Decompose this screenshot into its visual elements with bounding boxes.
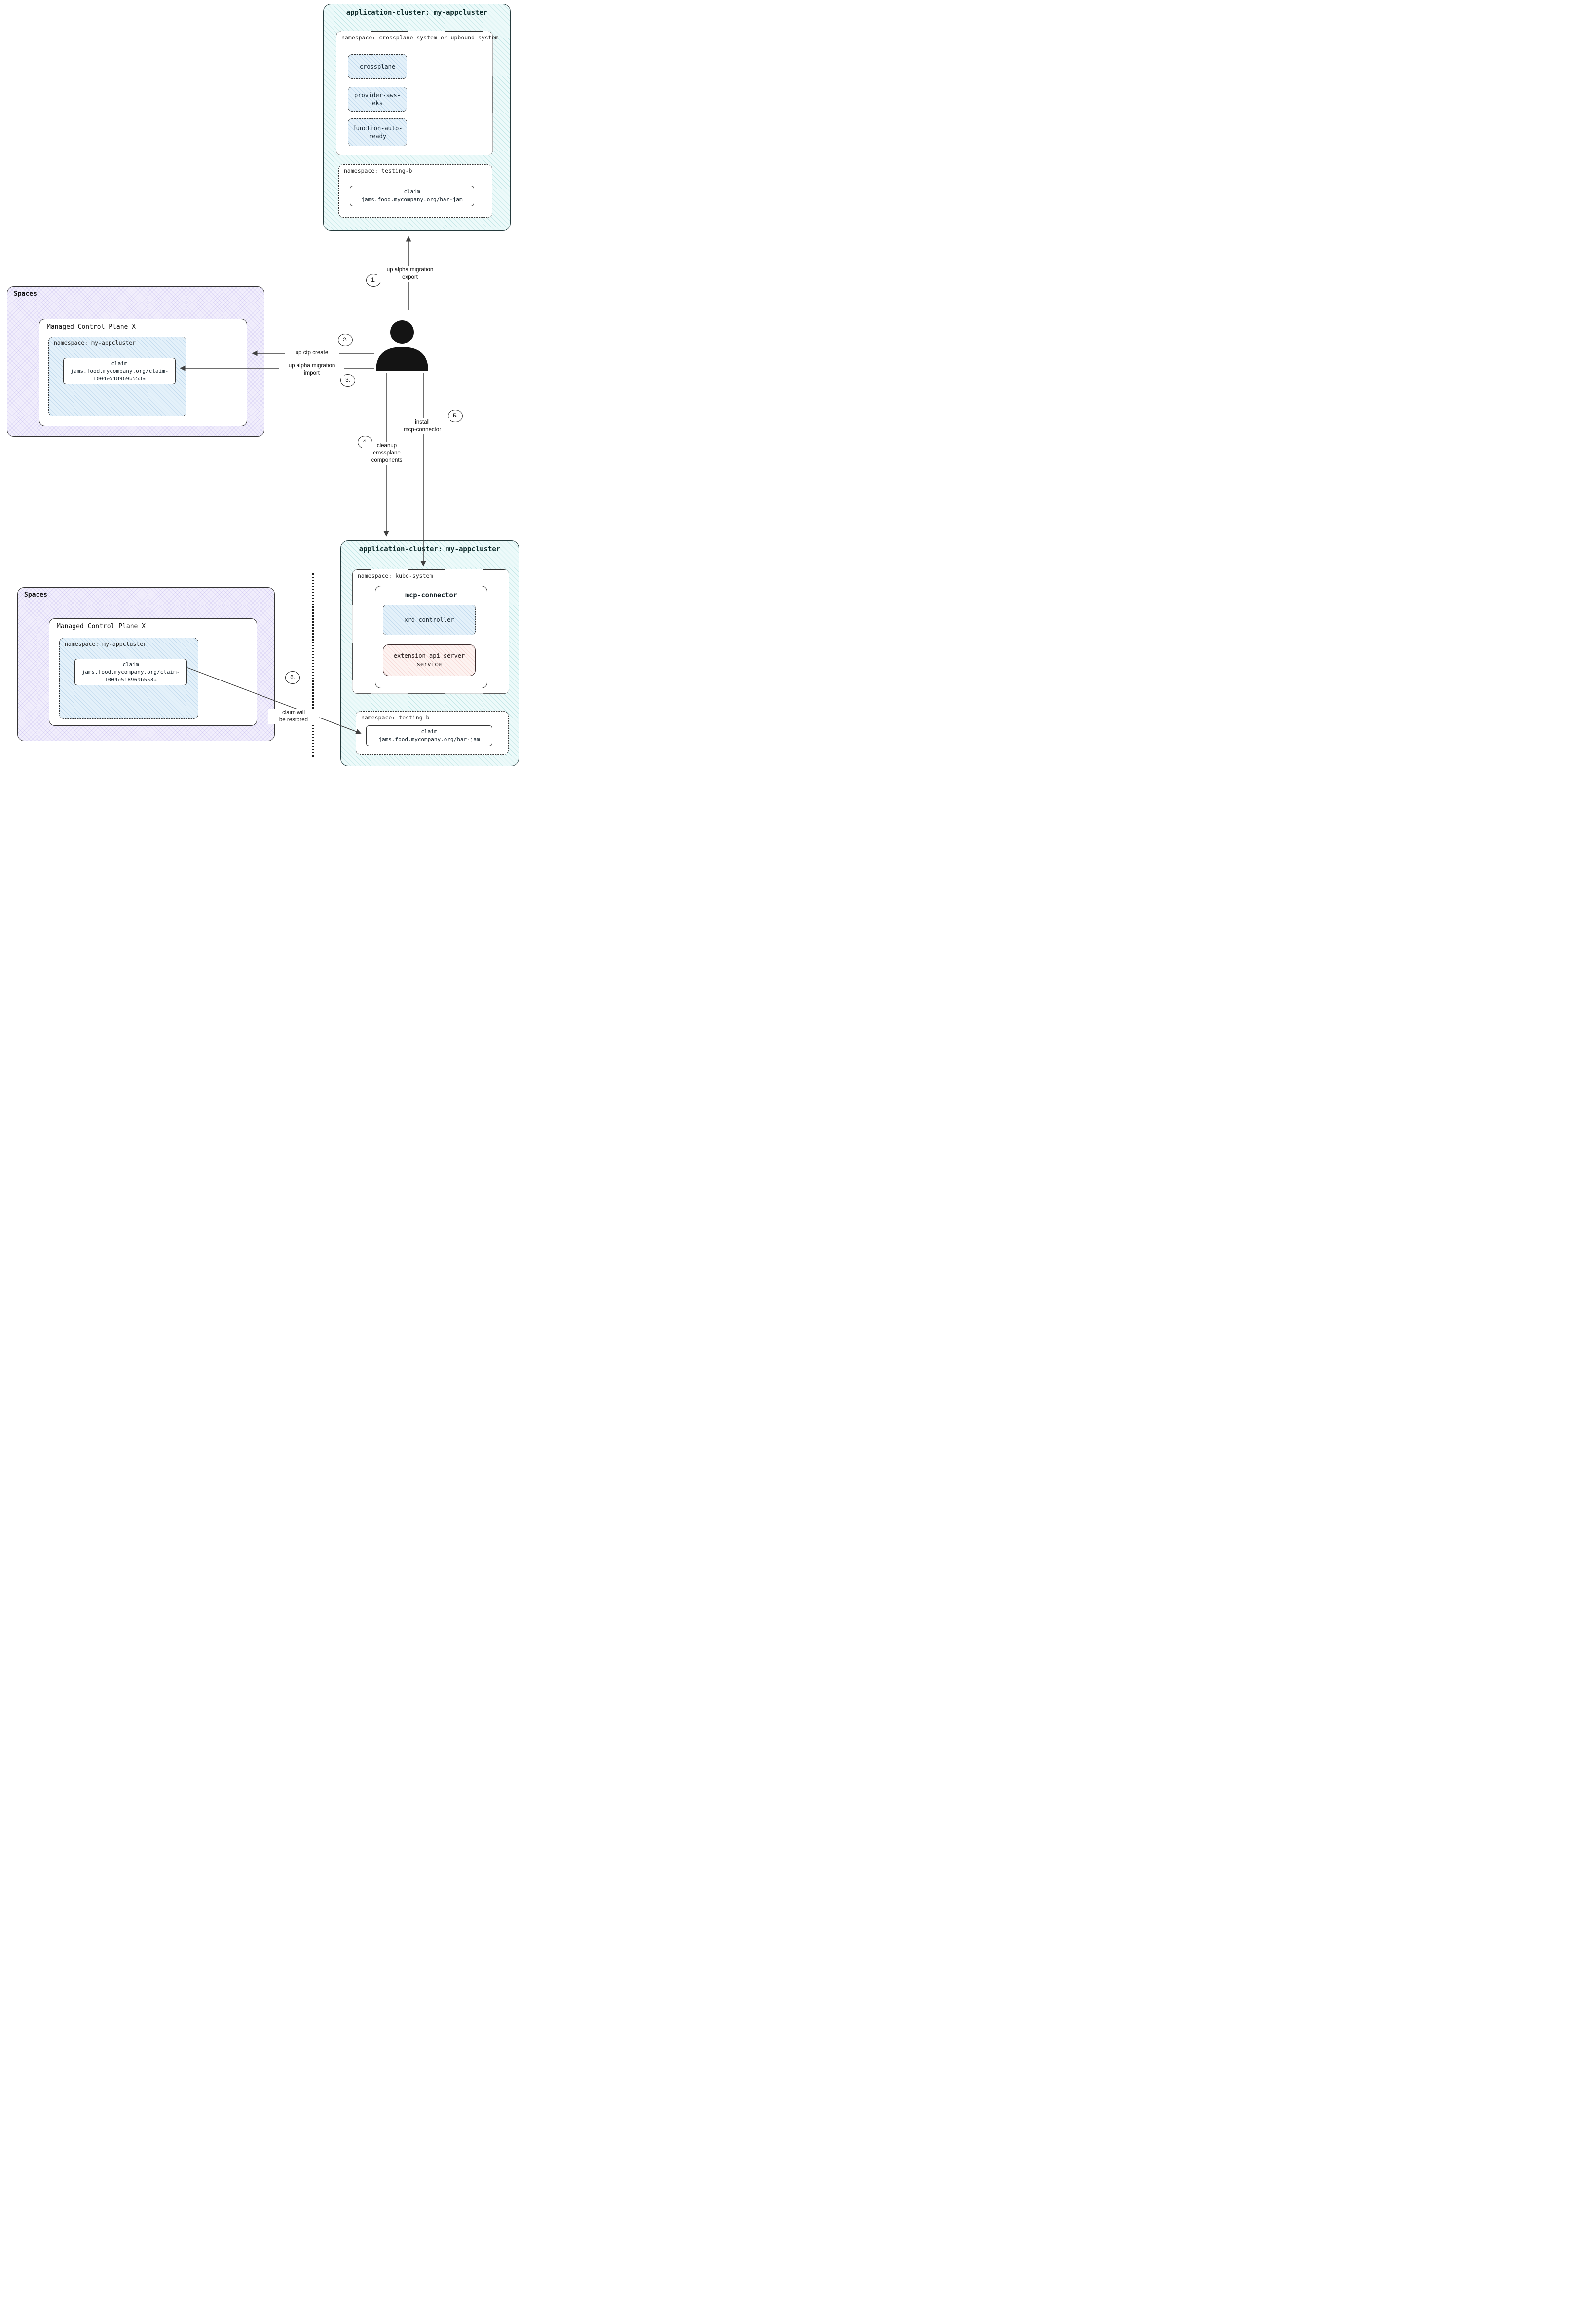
claim-bar-jam-top: claim jams.food.mycompany.org/bar-jam xyxy=(350,186,474,206)
application-cluster-top: application-cluster: my-appcluster names… xyxy=(323,4,511,231)
step-2-badge: 2. xyxy=(338,334,353,346)
claim-f004e-top: claim jams.food.mycompany.org/claim-f004… xyxy=(63,358,176,384)
provider-aws-eks-label: provider-aws-eks xyxy=(354,91,401,107)
step-1-label: up alpha migration export xyxy=(377,266,443,282)
step-6-badge: 6. xyxy=(285,671,300,684)
extension-api-server-box: extension api server service xyxy=(383,644,476,676)
dotted-divider xyxy=(312,573,314,757)
step-5-label: install mcp-connector xyxy=(395,418,450,435)
namespace-my-appcluster-bottom-label: namespace: my-appcluster xyxy=(65,641,147,647)
claim-f004e-bottom: claim jams.food.mycompany.org/claim-f004… xyxy=(74,659,187,685)
provider-aws-eks-box: provider-aws-eks xyxy=(348,87,407,112)
extension-api-server-label: extension api server service xyxy=(393,652,465,668)
application-cluster-top-title: application-cluster: my-appcluster xyxy=(346,9,488,17)
step-2-label: up ctp create xyxy=(285,349,339,358)
namespace-my-appcluster-bottom: namespace: my-appcluster claim jams.food… xyxy=(59,638,198,719)
step-3-badge: 3. xyxy=(340,374,355,387)
claim-title: claim xyxy=(421,728,438,735)
claim-title: claim xyxy=(122,661,139,668)
claim-title: claim xyxy=(404,189,420,195)
namespace-kube-system-label: namespace: kube-system xyxy=(358,572,433,579)
spaces-panel-bottom: Spaces Managed Control Plane X namespace… xyxy=(17,587,275,741)
xrd-controller-box: xrd-controller xyxy=(383,605,476,635)
claim-name: jams.food.mycompany.org/bar-jam xyxy=(378,736,480,743)
namespace-my-appcluster-top: namespace: my-appcluster claim jams.food… xyxy=(48,337,186,416)
function-auto-ready-label: function-auto-ready xyxy=(352,124,403,140)
xrd-controller-label: xrd-controller xyxy=(404,616,454,623)
namespace-testing-b-top-label: namespace: testing-b xyxy=(344,167,412,174)
spaces-bottom-title: Spaces xyxy=(24,591,47,599)
function-auto-ready-box: function-auto-ready xyxy=(348,118,407,146)
namespace-my-appcluster-top-label: namespace: my-appcluster xyxy=(54,340,136,346)
namespace-crossplane-system-label: namespace: crossplane-system or upbound-… xyxy=(341,34,499,41)
step-3-label: up alpha migration import xyxy=(279,362,344,378)
namespace-testing-b-bottom: namespace: testing-b claim jams.food.myc… xyxy=(356,711,509,755)
person-icon xyxy=(376,320,428,371)
step-5-badge: 5. xyxy=(448,410,463,422)
claim-bar-jam-bottom: claim jams.food.mycompany.org/bar-jam xyxy=(366,725,492,746)
claim-title: claim xyxy=(111,360,128,367)
claim-name: jams.food.mycompany.org/claim-f004e51896… xyxy=(81,669,180,683)
managed-control-plane-bottom-title: Managed Control Plane X xyxy=(57,623,146,630)
managed-control-plane-top-title: Managed Control Plane X xyxy=(47,323,136,331)
managed-control-plane-top: Managed Control Plane X namespace: my-ap… xyxy=(39,319,247,426)
namespace-testing-b-bottom-label: namespace: testing-b xyxy=(361,714,430,721)
mcp-connector-box: mcp-connector xrd-controller extension a… xyxy=(375,586,487,688)
spaces-top-title: Spaces xyxy=(14,290,37,298)
step-4-label: cleanup crossplane components xyxy=(362,442,411,465)
crossplane-box: crossplane xyxy=(348,54,407,79)
namespace-kube-system: namespace: kube-system mcp-connector xrd… xyxy=(352,569,509,694)
application-cluster-bottom: application-cluster: my-appcluster names… xyxy=(340,540,519,766)
spaces-panel-top: Spaces Managed Control Plane X namespace… xyxy=(7,286,264,437)
crossplane-label: crossplane xyxy=(359,63,396,70)
mcp-connector-title: mcp-connector xyxy=(405,591,457,599)
claim-name: jams.food.mycompany.org/claim-f004e51896… xyxy=(70,368,169,382)
managed-control-plane-bottom: Managed Control Plane X namespace: my-ap… xyxy=(49,618,257,726)
application-cluster-bottom-title: application-cluster: my-appcluster xyxy=(359,545,501,553)
diagram-canvas: application-cluster: my-appcluster names… xyxy=(0,0,532,769)
namespace-crossplane-system: namespace: crossplane-system or upbound-… xyxy=(336,31,499,155)
step-6-label: claim will be restored xyxy=(268,709,319,725)
namespace-testing-b-top: namespace: testing-b claim jams.food.myc… xyxy=(338,164,492,218)
claim-name: jams.food.mycompany.org/bar-jam xyxy=(361,196,463,203)
